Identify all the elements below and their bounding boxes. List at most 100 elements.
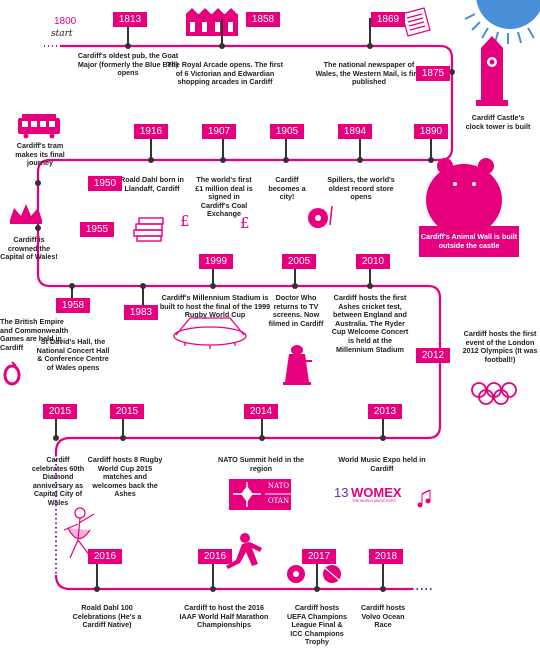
music-notes-icon [417, 489, 431, 508]
otan-text: OTAN [267, 497, 290, 505]
pole [150, 130, 152, 160]
arcade-icon [186, 8, 238, 36]
year-flag-2017: 2017 [302, 549, 336, 564]
pole [430, 130, 432, 160]
year-flag-1999: 1999 [199, 254, 233, 269]
nato-logo [229, 479, 291, 510]
womex-number: 13 [334, 485, 349, 500]
year-flag-1958: 1958 [56, 298, 90, 313]
animal-wall-bear-icon [419, 158, 519, 236]
event-1907: The world's first £1 million deal is sig… [195, 175, 253, 219]
event-2012: Cardiff hosts the first event of the Lon… [462, 329, 538, 364]
dalek-icon [283, 345, 312, 385]
year-flag-2010: 2010 [356, 254, 390, 269]
pole [359, 130, 361, 160]
year-flag-1875: 1875 [416, 66, 450, 81]
event-1905: Cardiff becomes a city! [268, 175, 306, 202]
record-icon [308, 205, 333, 228]
year-flag-1907: 1907 [202, 124, 236, 139]
pole [55, 408, 57, 438]
event-2017: Cardiff hosts UEFA Champions League Fina… [286, 603, 348, 647]
year-flag-2016-dahl: 2016 [88, 549, 122, 564]
clock-tower-icon [476, 36, 508, 106]
football-icon [287, 565, 305, 583]
year-flag-2014: 2014 [244, 404, 278, 419]
pole [294, 258, 296, 286]
event-2010: Cardiff hosts the first Ashes cricket te… [331, 293, 409, 354]
pole [261, 408, 263, 438]
pole [369, 258, 371, 286]
pole [142, 286, 144, 316]
year-flag-1905: 1905 [270, 124, 304, 139]
year-flag-1890: 1890 [414, 124, 448, 139]
year-flag-1813: 1813 [113, 12, 147, 27]
year-flag-2018: 2018 [369, 549, 403, 564]
sun-decoration [464, 0, 540, 44]
event-2013: World Music Expo held in Cardiff [338, 455, 426, 473]
event-2015-capital: Cardiff celebrates 60th Diamond annivers… [31, 455, 85, 507]
event-1813: Cardiff's oldest pub, the Goat Major (fo… [77, 51, 179, 78]
event-2018: Cardiff hosts Volvo Ocean Race [360, 603, 406, 630]
year-flag-2015-rugby: 2015 [110, 404, 144, 419]
year-flag-1955: 1955 [80, 222, 114, 237]
pole [382, 553, 384, 589]
year-flag-1858: 1858 [246, 12, 280, 27]
olympic-rings-icon [471, 382, 517, 405]
timeline-dots [35, 43, 455, 592]
event-1950: Cardiff's tram makes its final journey [15, 141, 65, 168]
year-flag-2016-iaaf: 2016 [198, 549, 232, 564]
pole [96, 553, 98, 589]
year-flag-1950: 1950 [88, 176, 122, 191]
cricket-ball-icon [323, 565, 341, 583]
year-flag-1894: 1894 [338, 124, 372, 139]
start-year: 1800 [54, 16, 77, 27]
pole [127, 18, 129, 46]
year-flag-1869: 1869 [371, 12, 405, 27]
event-1875: Cardiff Castle's clock tower is built [465, 113, 531, 131]
event-1983: St David's Hall, the National Concert Ha… [36, 337, 110, 372]
event-1958: The British Empire and Commonwealth Game… [0, 317, 69, 352]
event-1955: Cardiff is crowned the Capital of Wales! [0, 235, 58, 262]
start-label: start [51, 29, 73, 39]
event-2016-iaaf: Cardiff to host the 2016 IAAF World Half… [179, 603, 269, 630]
tram-icon [18, 114, 60, 139]
newspaper-icon [401, 7, 431, 37]
stadium-icon [173, 317, 247, 349]
pole [222, 130, 224, 160]
pole [221, 18, 223, 46]
event-2016-dahl: Roald Dahl 100 Celebrations (He's a Card… [72, 603, 142, 630]
crown-icon [10, 204, 42, 224]
event-1999: Cardiff's Millennium Stadium is built to… [159, 293, 271, 320]
event-2005: Doctor Who returns to TV screens. Now fi… [268, 293, 324, 328]
pole [212, 258, 214, 286]
year-flag-1983: 1983 [124, 305, 158, 320]
year-flag-2013: 2013 [368, 404, 402, 419]
event-1894: Spillers, the world's oldest record stor… [327, 175, 395, 202]
nato-text: NATO [267, 482, 290, 490]
pole [382, 408, 384, 438]
runner-icon [226, 533, 262, 569]
pole [285, 130, 287, 160]
womex-tagline: THE WORLD MUSIC EXPO [352, 499, 396, 503]
year-flag-1916: 1916 [134, 124, 168, 139]
year-flag-2005: 2005 [282, 254, 316, 269]
year-flag-2012: 2012 [416, 348, 450, 363]
pole [122, 408, 124, 438]
pound-icon: £ [180, 212, 190, 230]
pole [71, 286, 73, 304]
womex-logo: WOMEX [351, 485, 402, 500]
event-1869: The national newspaper of Wales, the Wes… [315, 60, 423, 87]
pole [212, 553, 214, 589]
event-1916: Roald Dahl born in Llandaff, Cardiff [120, 175, 184, 193]
pole [369, 18, 371, 46]
dancer-icon [63, 507, 95, 559]
event-2014: NATO Summit held in the region [218, 455, 304, 473]
pound-icon-2: £ [240, 214, 250, 232]
event-1858: The Royal Arcade opens. The first of 6 V… [167, 60, 283, 87]
books-icon [133, 217, 164, 242]
timeline-path [36, 44, 454, 591]
event-2015-rugby: Cardiff hosts 8 Rugby World Cup 2015 mat… [87, 455, 163, 499]
pole [316, 553, 318, 589]
year-flag-2015-capital: 2015 [43, 404, 77, 419]
